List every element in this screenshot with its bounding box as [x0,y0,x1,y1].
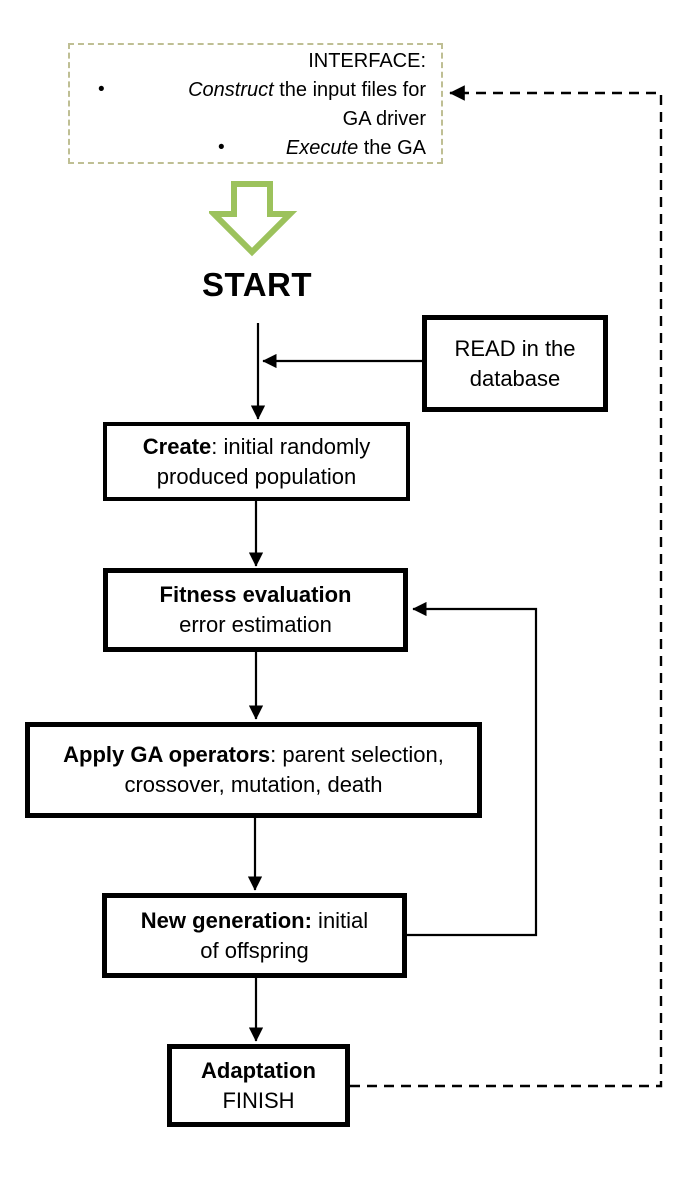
apply-emph: Apply GA operators [63,742,271,767]
fitness-evaluation-box: Fitness evaluation error estimation [103,568,408,652]
create-line2: produced population [156,463,357,489]
apply-rest: : parent selection, [270,742,444,767]
newgen-emph: New generation: [140,907,312,933]
fitness-emph: Fitness evaluation [159,582,352,607]
apply-ga-operators-box: Apply GA operators: parent selection, cr… [25,722,482,818]
adaptation-line2: FINISH [222,1087,295,1113]
interface-title: INTERFACE: [308,50,426,72]
create-emph: Create [142,433,212,459]
newgen-rest: initial [311,907,369,933]
read-line2: database [469,365,561,391]
create-rest: : initial randomly [211,433,371,459]
finish-to-interface-dashed-arrow [350,85,663,1088]
create-population-box: Create: initial randomly produced popula… [103,422,410,501]
construct-rest: the input files for [273,79,426,101]
newgen-line1: New generation: initial [141,906,368,936]
start-label: START [201,266,313,303]
apply-line1: Apply GA operators: parent selection, [63,740,444,770]
interface-item-construct-line2: GA driver [342,108,426,130]
fitness-line2: error estimation [179,612,332,637]
bullet-icon: • [218,137,225,158]
apply-line2: crossover, mutation, death [124,772,383,797]
adaptation-finish-box: Adaptation FINISH [167,1044,350,1127]
green-down-arrow-icon [209,181,298,257]
read-line1: READ in the [454,335,576,361]
bullet-icon: • [98,79,105,100]
interface-box: INTERFACE: Construct the input files for… [68,43,443,164]
feedback-loop-arrow [407,601,538,937]
execute-emph: Execute [285,137,359,159]
construct-emph: Construct [188,79,274,101]
interface-item-construct: Construct the input files for [70,76,426,105]
execute-rest: the GA [358,137,426,159]
adaptation-emph: Adaptation [201,1057,316,1083]
read-database-box: READ in the database [422,315,608,412]
create-line1: Create: initial randomly [143,432,370,462]
interface-item-execute: Execute the GA [70,134,426,163]
newgen-line2: of offspring [200,937,309,963]
new-generation-box: New generation: initial of offspring [102,893,407,978]
